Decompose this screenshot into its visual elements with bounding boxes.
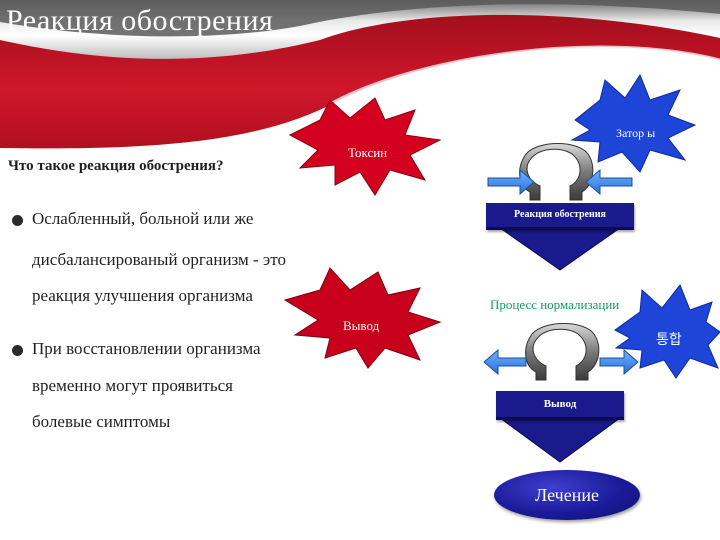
exacerbation-box: Реакция обострения [486,203,634,230]
treatment-oval: Лечение [494,470,640,520]
toxin-label: Токсин [348,145,388,160]
toxin-burst [288,97,442,196]
blockages-label: Затор ы [616,126,656,140]
blockages-burst [570,73,697,173]
output-label: Вывод [343,318,380,333]
output-burst [283,267,442,369]
top-omega-group [487,143,633,201]
bottom-omega-group [483,323,639,381]
bullet-2-line-1: При восстановлении организма [32,339,261,358]
bullet-2-line-2: временно могут проявиться [32,376,233,395]
bullet-1-line-3: реакция улучшения организма [32,286,253,305]
integration-burst [614,284,720,379]
header-banner [0,0,720,149]
slide-title: Реакция обострения [6,4,274,37]
bullet-1-line-2: дисбалансированый организм - это [32,250,286,269]
bullet-dot [12,345,23,356]
question-heading: Что такое реакция обострения? [8,158,224,174]
integration-label: 통합 [656,333,682,348]
bullet-1-line-1: Ослабленный, больной или же [32,209,254,228]
output-box: Вывод [496,391,624,420]
top-down-triangle [498,227,622,271]
bullet-2-line-3: болевые симптомы [32,412,171,431]
bottom-down-triangle [498,417,622,463]
bullet-dot [12,215,23,226]
process-label: Процесс нормализации [490,297,620,312]
